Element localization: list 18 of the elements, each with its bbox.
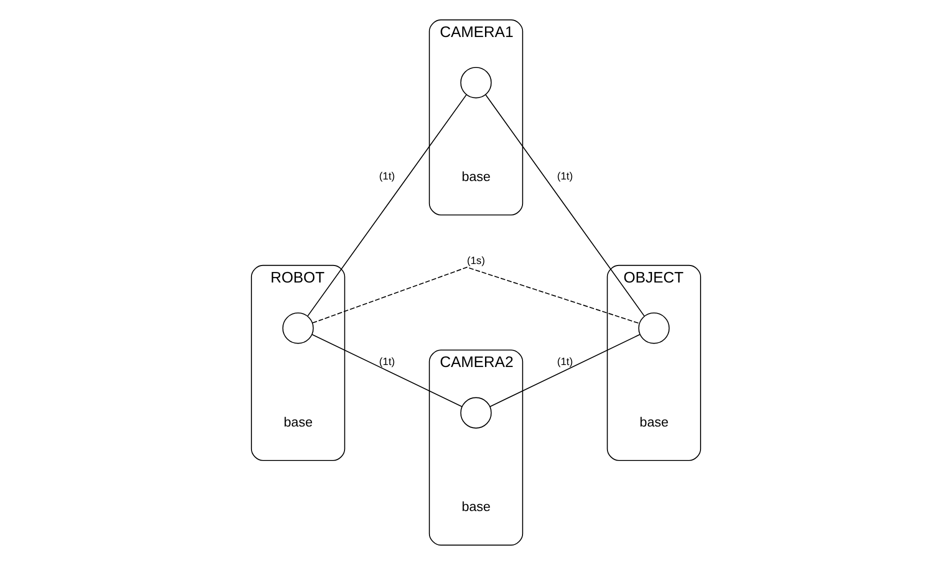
edge-label: (1t) [556,172,572,183]
connector [484,94,644,317]
node-circle [638,312,670,344]
connector [311,266,640,324]
cluster: CAMERA1 base [428,19,523,216]
node-circle [460,66,492,98]
cluster: OBJECT base [606,264,701,461]
cluster: ROBOT base [250,264,345,461]
edge-label: (1t) [556,357,572,368]
connector [310,334,462,408]
node-circle [282,312,314,344]
connector [488,334,640,408]
edge-label: (1s) [466,256,485,268]
edge-label: (1t) [378,172,394,183]
edge-label: (1t) [378,357,394,368]
node-circle [460,397,492,429]
connector [306,94,466,316]
cluster: CAMERA2 base [428,350,523,546]
